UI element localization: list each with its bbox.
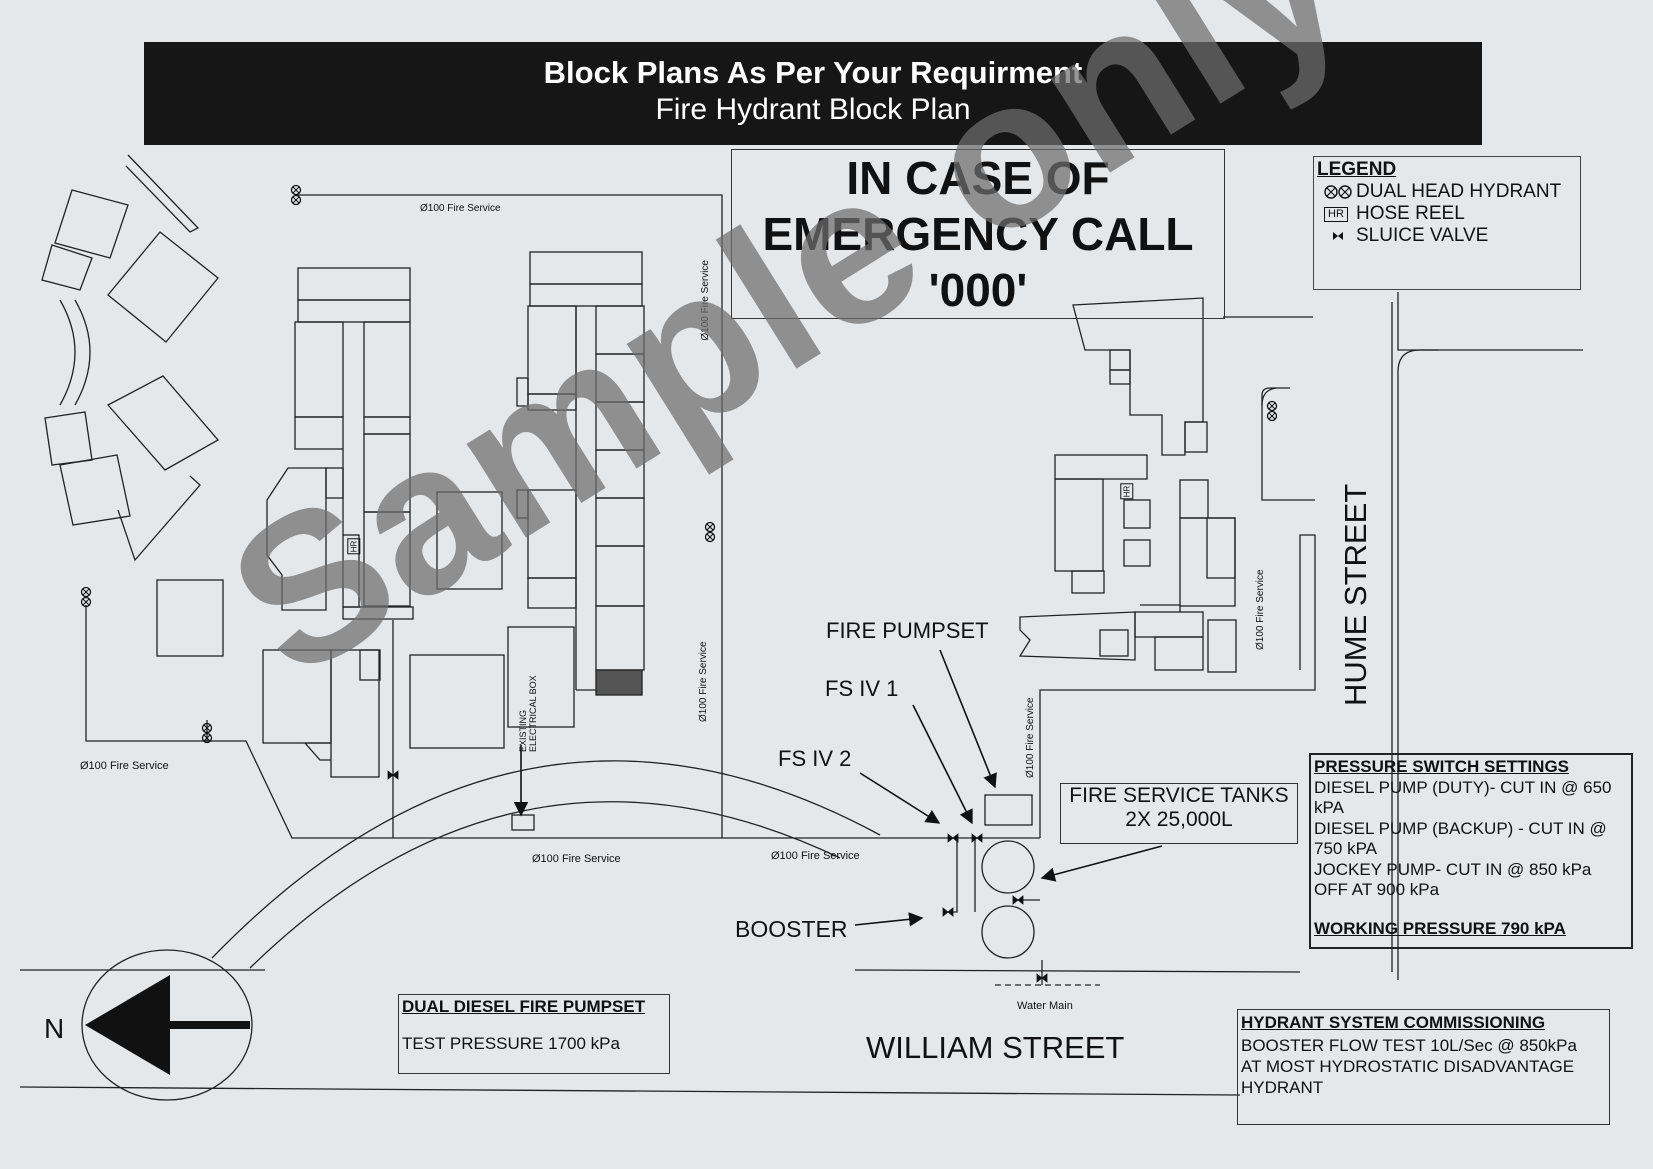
pressure-title: PRESSURE SWITCH SETTINGS bbox=[1314, 757, 1570, 776]
william-street-label: WILLIAM STREET bbox=[866, 1030, 1125, 1065]
pipe-label-bottom-left: Ø100 Fire Service bbox=[532, 853, 621, 865]
hose-reel-icon-text: HR bbox=[1324, 206, 1348, 222]
fire-service-tanks-box: FIRE SERVICE TANKS 2X 25,000L bbox=[1060, 783, 1298, 844]
pipe-label-left: Ø100 Fire Service bbox=[80, 760, 169, 772]
dual-title: DUAL DIESEL FIRE PUMPSET bbox=[402, 997, 646, 1016]
pipe-label-vertical-4: Ø100 Fire Service bbox=[1255, 569, 1266, 650]
pipe-label-top: Ø100 Fire Service bbox=[420, 203, 501, 214]
emergency-line-1: IN CASE OF bbox=[846, 152, 1110, 204]
fs-iv-2-label: FS IV 2 bbox=[778, 746, 852, 771]
legend-title: LEGEND bbox=[1317, 159, 1397, 180]
fire-pumpset-label: FIRE PUMPSET bbox=[826, 618, 989, 643]
north-label: N bbox=[44, 1013, 65, 1044]
emergency-line-2: EMERGENCY CALL bbox=[762, 208, 1194, 260]
hose-reel-icon: HR bbox=[1324, 206, 1356, 222]
pipe-label-vertical-2: Ø100 Fire Service bbox=[698, 641, 709, 722]
legend-item-hydrant: DUAL HEAD HYDRANT bbox=[1324, 181, 1580, 203]
hose-reel-mark-2: HR bbox=[1120, 483, 1134, 500]
legend-label-hose-reel: HOSE REEL bbox=[1356, 203, 1465, 224]
commission-line-3: HYDRANT bbox=[1241, 1078, 1324, 1097]
commission-line-1: BOOSTER FLOW TEST 10L/Sec @ 850kPa bbox=[1241, 1036, 1577, 1055]
header-title: Block Plans As Per Your Requirment bbox=[543, 55, 1083, 90]
legend-label-hydrant: DUAL HEAD HYDRANT bbox=[1356, 181, 1562, 202]
electrical-box-label-2: ELECTRICAL BOX bbox=[528, 675, 538, 752]
electrical-box-label: EXISTING ELECTRICAL BOX bbox=[518, 675, 538, 752]
fs-iv-1-label: FS IV 1 bbox=[825, 676, 899, 701]
header-subtitle: Fire Hydrant Block Plan bbox=[655, 93, 971, 126]
legend-item-hose-reel: HR HOSE REEL bbox=[1324, 203, 1580, 225]
emergency-line-3: '000' bbox=[928, 264, 1028, 316]
pipe-label-bottom-mid: Ø100 Fire Service bbox=[771, 850, 860, 862]
water-main-label: Water Main bbox=[1017, 1000, 1073, 1012]
tanks-line-1: FIRE SERVICE TANKS bbox=[1069, 784, 1289, 807]
commission-line-2: AT MOST HYDROSTATIC DISADVANTAGE bbox=[1241, 1057, 1575, 1076]
legend-label-sluice-valve: SLUICE VALVE bbox=[1356, 225, 1489, 246]
dual-test-pressure: TEST PRESSURE 1700 kPa bbox=[402, 1034, 620, 1053]
pressure-line-2: DIESEL PUMP (BACKUP) - CUT IN @ 750 kPA bbox=[1314, 818, 1607, 859]
dual-diesel-pumpset-box: DUAL DIESEL FIRE PUMPSET TEST PRESSURE 1… bbox=[398, 994, 670, 1074]
dual-head-hydrant-icon bbox=[1324, 184, 1356, 200]
hydrant-commissioning-box: HYDRANT SYSTEM COMMISSIONING BOOSTER FLO… bbox=[1237, 1009, 1610, 1125]
pressure-line-1: DIESEL PUMP (DUTY)- CUT IN @ 650 kPA bbox=[1314, 777, 1612, 818]
pressure-switch-settings-box: PRESSURE SWITCH SETTINGS DIESEL PUMP (DU… bbox=[1309, 753, 1633, 949]
pressure-line-3: JOCKEY PUMP- CUT IN @ 850 kPa OFF AT 900… bbox=[1314, 859, 1592, 900]
tanks-line-2: 2X 25,000L bbox=[1125, 808, 1233, 831]
booster-label: BOOSTER bbox=[735, 916, 848, 942]
legend-box: LEGEND DUAL HEAD HYDRANT HR HOSE REEL SL… bbox=[1313, 156, 1581, 290]
pipe-label-vertical-3: Ø100 Fire Service bbox=[1025, 697, 1036, 778]
electrical-box-label-1: EXISTING bbox=[518, 709, 528, 752]
legend-item-sluice-valve: SLUICE VALVE bbox=[1324, 225, 1580, 247]
emergency-call-box: IN CASE OF EMERGENCY CALL '000' bbox=[731, 149, 1225, 319]
header-banner: Block Plans As Per Your Requirment Fire … bbox=[144, 42, 1482, 145]
working-pressure: WORKING PRESSURE 790 kPA bbox=[1314, 918, 1566, 938]
sluice-valve-icon bbox=[1324, 228, 1356, 244]
commission-title: HYDRANT SYSTEM COMMISSIONING bbox=[1241, 1013, 1546, 1032]
hume-street-label: HUME STREET bbox=[1338, 483, 1373, 706]
